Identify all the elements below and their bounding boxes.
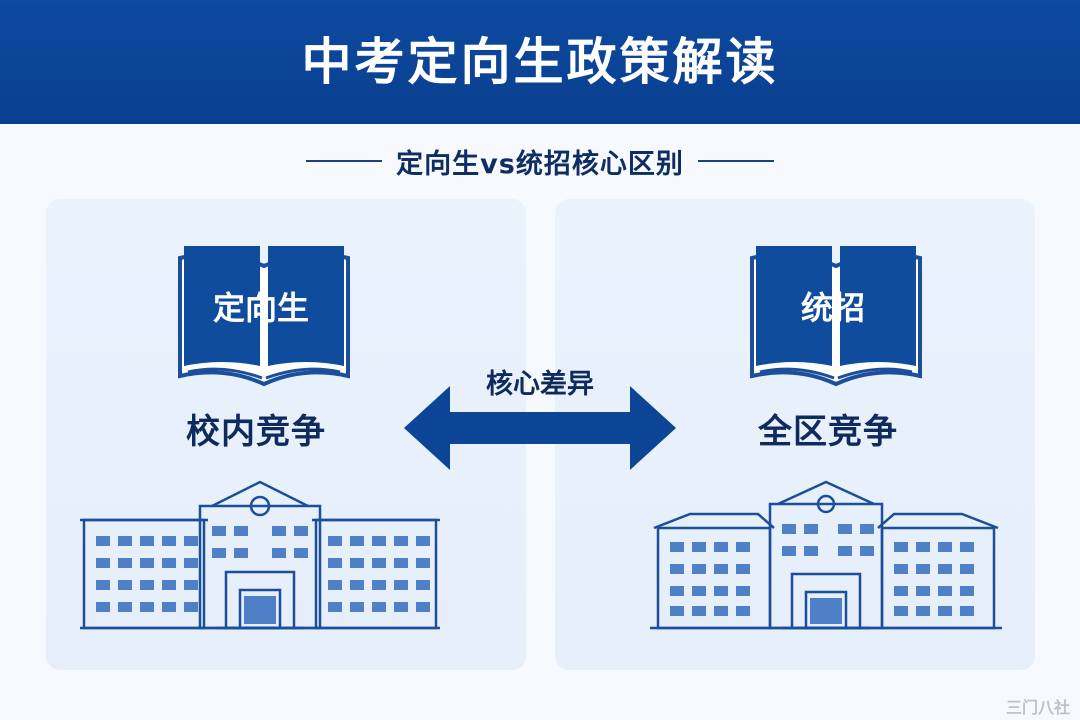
caption-left: 校内竞争	[186, 412, 326, 452]
book-icon-left	[178, 246, 350, 387]
watermark: 三门八社	[1005, 698, 1070, 717]
subtitle-row: 定向生vs统招核心区别	[0, 136, 1080, 186]
school-building-icon-left	[80, 480, 440, 630]
school-building-icon-right	[650, 480, 1002, 630]
double-arrow-icon	[404, 386, 676, 470]
book-label-left: 定向生	[212, 289, 309, 327]
subtitle: 定向生vs统招核心区别	[396, 148, 684, 180]
page-title: 中考定向生政策解读	[301, 33, 779, 91]
book-label-right: 统招	[800, 289, 865, 327]
subtitle-rule-left	[306, 160, 383, 162]
subtitle-rule-right	[697, 160, 774, 162]
caption-right: 全区竞争	[758, 412, 898, 452]
book-icon-right	[750, 246, 922, 387]
header-banner: 中考定向生政策解读	[0, 0, 1080, 124]
core-difference-label: 核心差异	[486, 369, 594, 400]
